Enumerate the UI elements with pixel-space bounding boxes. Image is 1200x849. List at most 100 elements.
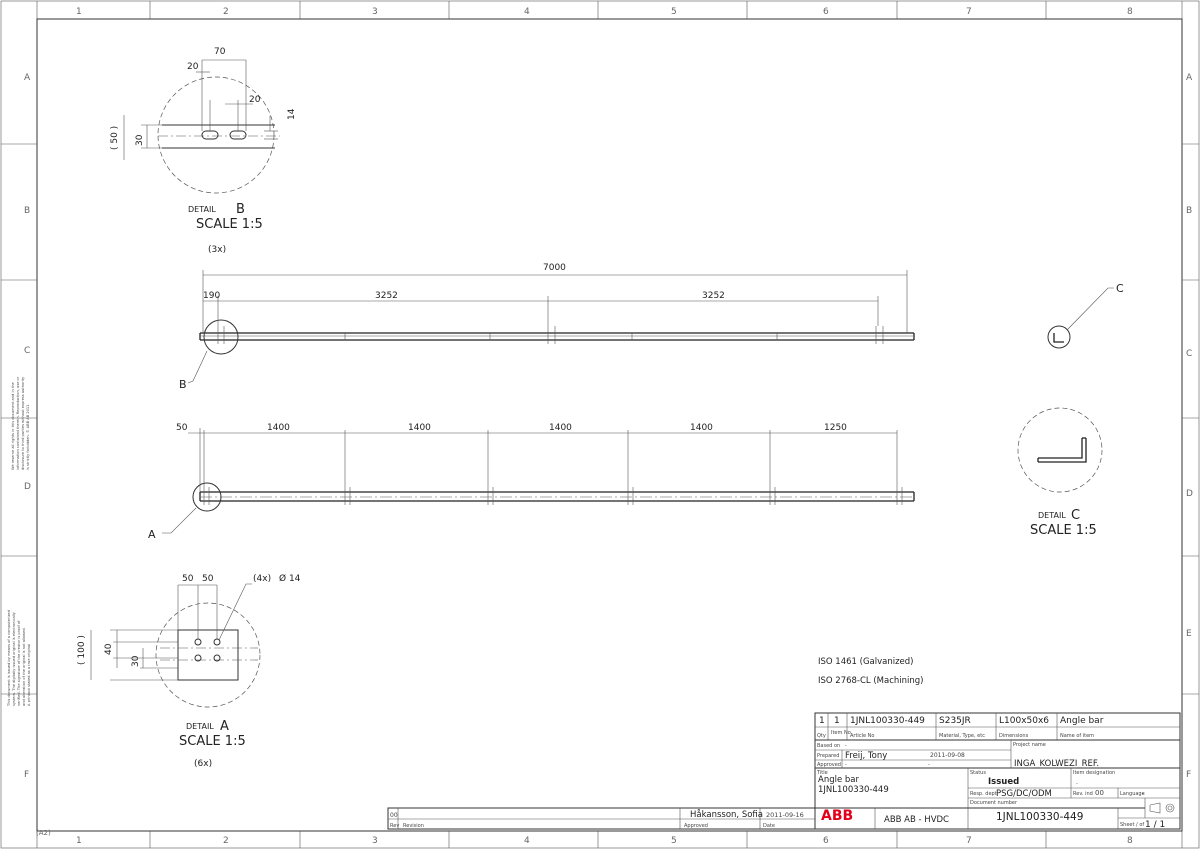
- rev-approver: Håkansson, Sofia: [690, 809, 763, 820]
- note-iso-2768: ISO 2768-CL (Machining): [818, 676, 924, 686]
- row-label: D: [1186, 489, 1193, 499]
- row-label: B: [1186, 206, 1192, 216]
- grid-labels: 1 2 3 4 5 6 7 8 1 2 3 4 5 6 7 8 A B C D …: [24, 7, 1193, 846]
- side-note-2: This document is issued by means of a co…: [7, 610, 31, 707]
- dim-7000: 7000: [543, 263, 566, 273]
- row-label: F: [24, 770, 29, 780]
- dim-70: 70: [214, 47, 226, 57]
- col-label: 8: [1127, 836, 1133, 846]
- resp-dept: PSG/DC/ODM: [996, 789, 1052, 799]
- dim-20: 20: [249, 95, 261, 105]
- detail-c: DETAIL C SCALE 1:5: [1017, 407, 1103, 538]
- svg-text:-: -: [1076, 781, 1078, 787]
- parts-article: 1JNL100330-449: [850, 716, 925, 726]
- revision-block: 00 Rev Revision Håkansson, Sofia 2011-09…: [387, 807, 816, 830]
- svg-text:A printout stated as a true or: A printout stated as a true original: [27, 644, 31, 706]
- svg-text:-: -: [928, 762, 930, 768]
- projection-symbol-icon: [1149, 802, 1175, 814]
- dim-1400: 1400: [408, 423, 431, 433]
- svg-text:Based on: Based on: [817, 743, 840, 749]
- detail-c-scale: SCALE 1:5: [1030, 523, 1097, 538]
- row-label: E: [1186, 629, 1192, 639]
- dim-3252: 3252: [375, 291, 398, 301]
- dim-1400: 1400: [690, 423, 713, 433]
- col-label: 8: [1127, 7, 1133, 17]
- detail-b-scale: SCALE 1:5: [196, 217, 263, 232]
- svg-text:Approved: Approved: [684, 823, 708, 829]
- bottom-view: 50 1400 1400 1400 1400 1250 A: [148, 423, 915, 541]
- dim-30: 30: [135, 134, 145, 146]
- col-label: 1: [76, 7, 82, 17]
- dim-14: 14: [287, 108, 297, 120]
- title-line-2: 1JNL100330-449: [818, 785, 889, 795]
- svg-text:Item No: Item No: [831, 730, 851, 736]
- row-label: C: [24, 346, 30, 356]
- dim-50: 50: [182, 574, 194, 584]
- note-iso-1461: ISO 1461 (Galvanized): [818, 657, 914, 667]
- col-label: 5: [671, 7, 677, 17]
- svg-text:-: -: [845, 762, 847, 768]
- callout-c: C: [1116, 282, 1124, 295]
- format-label: (A2): [36, 829, 51, 837]
- svg-text:Document number: Document number: [970, 800, 1018, 806]
- callout-c-circle: [1047, 325, 1071, 349]
- callout-a-circle: [192, 482, 222, 512]
- dim-1400: 1400: [267, 423, 290, 433]
- dim-50: ( 50 ): [110, 126, 120, 150]
- detail-c-circle: [1017, 407, 1103, 493]
- svg-text:information contained therein.: information contained therein. Reproduct…: [16, 376, 20, 470]
- dim-diameter: Ø 14: [279, 573, 301, 584]
- dim-100: ( 100 ): [77, 635, 87, 665]
- row-label: F: [1186, 770, 1191, 780]
- prepared-date: 2011-09-08: [930, 752, 965, 759]
- dim-1250: 1250: [824, 423, 847, 433]
- abb-logo: ABB: [821, 808, 853, 824]
- svg-text:-: -: [845, 743, 847, 749]
- dim-30: 30: [131, 655, 141, 667]
- svg-text:Resp. dept: Resp. dept: [970, 791, 997, 797]
- svg-text:system. The digitally issued o: system. The digitally issued original is…: [12, 611, 16, 706]
- detail-a-qty: (6x): [194, 759, 212, 769]
- detail-b-word: DETAIL: [188, 205, 216, 214]
- callout-c-group: C: [1047, 282, 1124, 349]
- svg-text:Qty: Qty: [817, 733, 826, 739]
- col-label: 1: [76, 836, 82, 846]
- parts-qty: 1: [819, 716, 825, 726]
- dim-3252: 3252: [702, 291, 725, 301]
- svg-text:Rev. ind: Rev. ind: [1073, 791, 1093, 797]
- col-label: 7: [966, 836, 972, 846]
- svg-text:Title: Title: [816, 770, 828, 776]
- sheet-number: 1 / 1: [1145, 820, 1165, 830]
- detail-a: 50 50 (4x) Ø 14 40 30 ( 100 ) DETAIL A S…: [77, 573, 301, 769]
- title-block: Based on - Prepared Freij, Tony 2011-09-…: [814, 739, 1181, 830]
- prepared-by: Freij, Tony: [845, 751, 887, 761]
- callout-b: B: [179, 378, 187, 391]
- col-label: 6: [823, 7, 829, 17]
- detail-c-letter: C: [1071, 508, 1080, 523]
- svg-text:Name of item: Name of item: [1060, 733, 1094, 739]
- top-view: 7000 190 3252 3252 B: [179, 263, 915, 391]
- svg-text:and alteration of the original: and alteration of the original is not al…: [22, 627, 26, 706]
- rev-date: 2011-09-16: [766, 811, 804, 819]
- parts-item: 1: [834, 716, 840, 726]
- callout-a: A: [148, 528, 156, 541]
- detail-a-circle: [155, 602, 261, 708]
- row-label: A: [1186, 73, 1193, 83]
- document-number: 1JNL100330-449: [996, 811, 1083, 823]
- project-name: INGA_KOLWEZI_REF.: [1014, 759, 1099, 769]
- svg-text:-: -: [1142, 791, 1144, 797]
- dim-20: 20: [187, 62, 199, 72]
- status: Issued: [988, 777, 1019, 787]
- col-label: 4: [524, 7, 530, 17]
- row-label: A: [24, 73, 31, 83]
- svg-text:Date: Date: [763, 823, 775, 829]
- detail-a-word: DETAIL: [186, 722, 214, 731]
- dim-50: 50: [202, 574, 214, 584]
- company: ABB AB - HVDC: [884, 815, 949, 825]
- parts-dimensions: L100x50x6: [999, 716, 1049, 726]
- col-label: 2: [223, 7, 229, 17]
- col-label: 6: [823, 836, 829, 846]
- parts-material: S235JR: [939, 716, 971, 726]
